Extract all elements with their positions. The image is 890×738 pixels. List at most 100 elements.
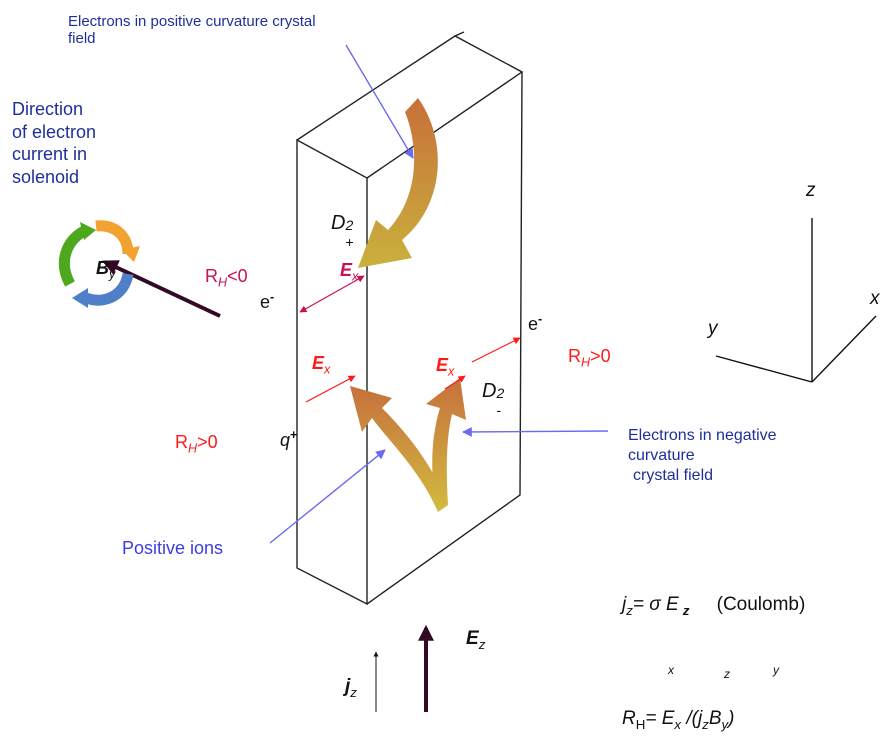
label-electrons-negative-line2: curvature: [628, 447, 695, 464]
eq2-r: R: [622, 708, 636, 729]
d-minus-sup: 2: [496, 385, 505, 401]
b-letter: B: [96, 258, 109, 278]
slab-right-edge: [366, 71, 523, 605]
d-minus-sub: -: [496, 402, 502, 418]
label-q-plus: q+: [280, 428, 297, 451]
electron-flow-arrow-top: [358, 98, 438, 268]
rh-pos-left-letter: R: [175, 432, 188, 452]
label-direction-line4: solenoid: [12, 166, 80, 187]
eq1-sigma-e: = σ E: [632, 594, 679, 615]
ex-arrow-right: [471, 337, 521, 363]
eq2-j: /(j: [681, 708, 703, 729]
label-ez: Ez: [466, 628, 485, 652]
ex-arrow-left: [305, 375, 356, 403]
axis-x-label: x: [870, 288, 880, 309]
pointer-negative-curvature: [462, 427, 609, 437]
equation-hall-coefficient: RH= Ex /(jzBy): [622, 708, 735, 732]
electron-right-sup: -: [538, 312, 543, 326]
label-direction-line1: Direction: [12, 99, 84, 119]
label-electrons-negative-curvature: Electrons in negative curvature crystal …: [628, 426, 777, 486]
jz-letter: j: [345, 676, 351, 697]
solenoid-current-icon: [58, 220, 140, 308]
axis-z-label: z: [806, 180, 816, 201]
slab-front-face: [296, 138, 368, 606]
b-sub: y: [109, 267, 116, 282]
label-ex-hall: Ex: [340, 260, 358, 284]
eq2-b: B: [708, 708, 722, 729]
label-electron-left: e-: [260, 290, 274, 313]
axis-y-line: [715, 355, 813, 383]
label-rh-positive-right: RH>0: [568, 346, 611, 370]
label-solenoid-direction: Direction of electron current in solenoi…: [12, 98, 96, 188]
slab-back-mark: [454, 31, 465, 37]
d-minus-letter: D: [482, 380, 497, 402]
rh-neg-letter: R: [205, 266, 218, 286]
label-jz: jz: [345, 676, 357, 700]
eq2-j-sub: z: [702, 716, 709, 732]
label-ex-left: Ex: [312, 353, 330, 377]
label-electrons-negative-line3: crystal field: [633, 467, 714, 484]
slab-top-face: [296, 35, 524, 179]
eq2-r-sub: H: [635, 716, 646, 732]
axis-y-label: y: [708, 318, 718, 339]
ex-middle-letter: E: [436, 355, 449, 375]
eq2-b-sub: y: [721, 716, 729, 732]
electron-right-letter: e: [528, 314, 539, 334]
crystal-slab: [296, 31, 524, 606]
eq1-e-sub: z: [682, 602, 690, 618]
rh-pos-right-letter: R: [568, 346, 581, 366]
field-arrows-ex: [305, 337, 521, 403]
coordinate-axes: [715, 218, 877, 383]
eq-row-x: x: [668, 663, 674, 677]
label-b-y: By: [96, 258, 115, 282]
label-rh-negative: RH<0: [205, 266, 248, 290]
eq2-e-sub: x: [674, 716, 682, 732]
rh-neg-sub: H: [218, 275, 228, 290]
label-rh-positive-left: RH>0: [175, 432, 218, 456]
rh-pos-left-sub: H: [188, 441, 198, 456]
eq2-e: = E: [645, 708, 675, 729]
eq-row-y: y: [773, 663, 779, 677]
jz-sub: z: [350, 684, 357, 700]
rh-pos-right-sub: H: [581, 355, 591, 370]
d-plus-letter: D: [331, 212, 346, 234]
eq-row-z: z: [724, 667, 730, 681]
rh-pos-right-value: >0: [590, 346, 611, 366]
ex-left-letter: E: [312, 353, 325, 373]
pointer-positive-curvature: [345, 44, 414, 159]
d-plus-sub: +: [345, 234, 354, 250]
q-sup: +: [290, 428, 298, 442]
label-electrons-positive-curvature: Electrons in positive curvature crystal …: [68, 13, 316, 48]
ex-hall-sub: x: [352, 269, 359, 284]
ex-middle-sub: x: [448, 364, 455, 379]
pointer-positive-ions: [269, 449, 386, 544]
eq2-close: ): [728, 708, 735, 729]
b-field-arrow: [102, 260, 221, 318]
q-letter: q: [280, 430, 291, 450]
eq1-note: (Coulomb): [716, 594, 806, 615]
hall-field-arrow-top: [299, 275, 365, 313]
electron-left-letter: e: [260, 292, 271, 312]
ion-flow-arrows: [350, 378, 466, 512]
electron-left-sup: -: [270, 290, 275, 304]
eq1-j-sub: z: [626, 602, 633, 618]
ez-sub: z: [478, 636, 486, 652]
d-plus-sup: 2: [345, 217, 354, 233]
label-electrons-negative-line1: Electrons in negative: [628, 427, 777, 444]
eq1-j: j: [622, 594, 627, 615]
pointer-lines: [269, 44, 609, 544]
label-electron-right: e-: [528, 312, 542, 335]
ex-left-sub: x: [324, 362, 331, 377]
label-electrons-positive-line2: field: [68, 30, 96, 48]
label-electrons-positive-line1: Electrons in positive curvature crystal: [68, 13, 316, 30]
ex-arrow-middle: [444, 375, 466, 390]
label-direction-line2: of electron: [12, 121, 97, 142]
axis-x-line: [811, 315, 877, 383]
rh-pos-left-value: >0: [197, 432, 218, 452]
label-positive-ions: Positive ions: [122, 538, 224, 558]
label-ex-middle: Ex: [436, 355, 454, 379]
